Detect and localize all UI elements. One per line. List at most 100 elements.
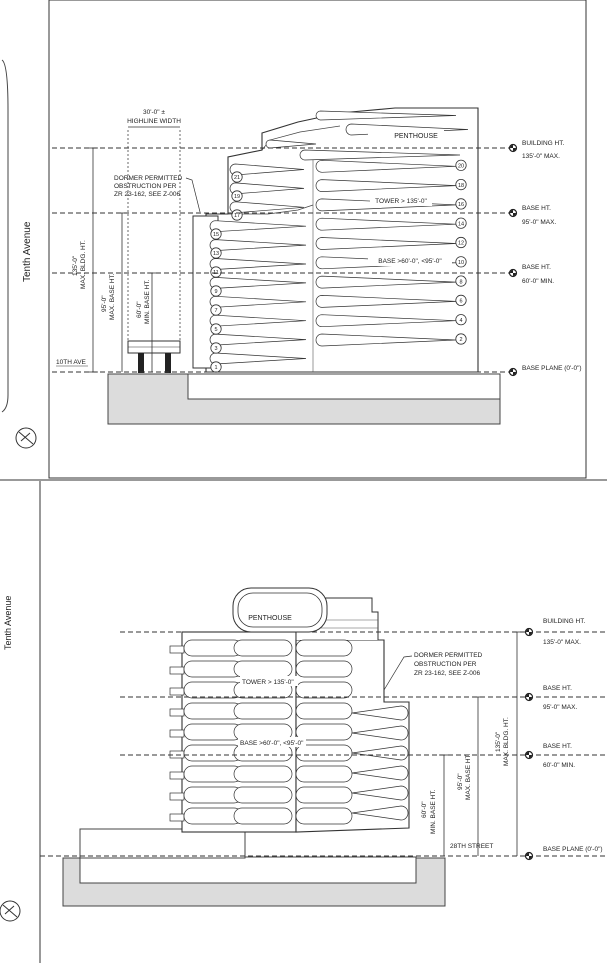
top-dormer-line-3: ZR 23-162, SEE Z-006 xyxy=(114,191,180,198)
bottom-level-2-title: BASE HT. xyxy=(543,685,572,692)
top-level-4-title: BASE PLANE (0'-0") xyxy=(522,365,582,372)
top-left-floor-21-marker xyxy=(231,171,243,183)
bottom-max-base-label: MAX. BASE HT. xyxy=(465,753,472,800)
bottom-floor-lobe xyxy=(183,660,243,678)
top-right-floor-20-label: 20 xyxy=(458,164,464,170)
bottom-floor-lobe xyxy=(233,807,293,825)
bottom-floor-lobe xyxy=(295,765,353,783)
top-level-marker-3 xyxy=(508,268,518,278)
top-vertical-dimensions xyxy=(88,147,157,373)
top-max-bldg-dim: 135'-0" xyxy=(72,255,79,276)
bottom-vertical-dimensions xyxy=(439,631,522,856)
top-right-floor-16-label: 16 xyxy=(458,202,464,208)
bottom-floor-lobe xyxy=(233,639,293,657)
bottom-left-fin xyxy=(169,792,185,801)
top-level-2-value: 95'-0" MAX. xyxy=(522,219,556,226)
top-right-floor-16-marker xyxy=(455,198,467,210)
bottom-floor-lobe xyxy=(183,807,243,825)
top-level-3-value: 60'-0" MIN. xyxy=(522,278,554,285)
bottom-max-bldg-dim: 135'-0" xyxy=(495,731,502,752)
bottom-right-lobe xyxy=(351,785,409,801)
top-level-marker-1 xyxy=(508,143,518,153)
bottom-level-2-value: 95'-0" MAX. xyxy=(543,704,577,711)
top-penthouse-lobe xyxy=(315,110,457,121)
bottom-dormer-line-3: ZR 23-162, SEE Z-006 xyxy=(414,670,480,677)
bottom-max-bldg-label: MAX. BLDG. HT. xyxy=(503,717,510,766)
top-left-floor-1-label: 1 xyxy=(214,365,217,371)
top-right-floor-10-marker xyxy=(455,256,467,268)
top-dormer-leader xyxy=(185,177,201,213)
bottom-level-marker-3 xyxy=(524,750,534,760)
bottom-street-slab xyxy=(79,856,417,884)
top-right-floor-lobe xyxy=(315,275,457,289)
bottom-floor-lobe xyxy=(295,639,353,657)
bottom-floor-lobe xyxy=(233,765,293,783)
top-left-floor-3-marker xyxy=(210,342,222,354)
bottom-floor-lobe xyxy=(295,660,353,678)
bottom-floor-lobe xyxy=(183,765,243,783)
top-left-floor-15-label: 15 xyxy=(213,232,219,238)
bottom-level-marker-4 xyxy=(524,851,534,861)
top-right-floor-lobe xyxy=(315,333,457,347)
bottom-left-fin xyxy=(169,645,185,654)
top-right-floor-4-marker xyxy=(455,314,467,326)
bottom-penthouse-label: PENTHOUSE xyxy=(248,615,292,622)
bottom-right-lobe xyxy=(351,725,409,741)
top-min-base-label: MIN. BASE HT. xyxy=(144,279,151,324)
bottom-left-fin xyxy=(169,771,185,780)
top-min-base-dim: 60'-0" xyxy=(136,301,143,318)
bottom-right-lobes xyxy=(351,705,409,821)
bottom-left-fin xyxy=(169,813,185,822)
top-highline-structure xyxy=(127,126,181,373)
top-left-floor-9-marker xyxy=(210,285,222,297)
top-right-floor-lobe xyxy=(315,159,457,173)
bottom-floor-lobe xyxy=(183,723,243,741)
top-right-floor-10-label: 10 xyxy=(458,260,464,266)
bottom-floor-lobe xyxy=(295,723,353,741)
top-podium xyxy=(187,373,501,400)
bottom-floor-lobe xyxy=(295,702,353,720)
bottom-elevation-panel: Tenth Avenue PENTHOUSE TOWER > 135'-0" B… xyxy=(0,481,607,963)
bottom-min-base-dim: 60'-0" xyxy=(421,801,428,818)
top-left-floor-19-label: 19 xyxy=(234,194,240,200)
bottom-street-marker: 28TH STREET xyxy=(450,843,493,850)
bottom-left-fin xyxy=(169,687,185,696)
top-left-floor-7-marker xyxy=(210,304,222,316)
top-highline-dim: 30'-0" ± xyxy=(143,109,165,116)
bottom-floor-lobe xyxy=(233,660,293,678)
bottom-floor-lobe xyxy=(233,744,293,762)
top-right-floor-8-marker xyxy=(455,275,467,287)
top-level-1-title: BUILDING HT. xyxy=(522,140,564,147)
bottom-floor-lobe xyxy=(183,702,243,720)
bottom-left-fin xyxy=(169,750,185,759)
bottom-max-base-dim: 95'-0" xyxy=(457,773,464,790)
top-max-base-label: MAX. BASE HT. xyxy=(109,273,116,320)
bottom-floor-lobe xyxy=(183,786,243,804)
top-level-marker-4 xyxy=(508,367,518,377)
bottom-floor-lobes xyxy=(183,639,353,825)
top-level-2-title: BASE HT. xyxy=(522,205,551,212)
top-right-floor-lobes xyxy=(315,159,457,347)
top-right-floor-12-marker xyxy=(455,236,467,249)
top-right-floor-2-label: 2 xyxy=(459,337,462,343)
bottom-right-lobe xyxy=(351,805,409,821)
top-penthouse-label: PENTHOUSE xyxy=(394,133,438,140)
top-penthouse-lobe xyxy=(299,149,461,161)
bottom-floor-lobe xyxy=(183,681,243,699)
top-level-marker-2 xyxy=(508,208,518,218)
top-right-floor-6-label: 6 xyxy=(459,299,462,305)
top-right-floor-lobe xyxy=(315,237,457,250)
bottom-level-3-value: 60'-0" MIN. xyxy=(543,762,575,769)
top-left-floor-17-label: 17 xyxy=(234,213,240,219)
bottom-level-lines xyxy=(40,631,607,857)
top-max-base-dim: 95'-0" xyxy=(101,295,108,312)
top-right-floor-lobe xyxy=(315,217,457,231)
bottom-low-building xyxy=(79,828,246,859)
bottom-min-base-label: MIN. BASE HT. xyxy=(430,789,437,834)
bottom-level-marker-2 xyxy=(524,692,534,702)
bottom-tower-label: TOWER > 135'-0" xyxy=(242,679,294,686)
bottom-left-fin xyxy=(169,729,185,738)
top-left-floor-5-marker xyxy=(210,323,222,335)
